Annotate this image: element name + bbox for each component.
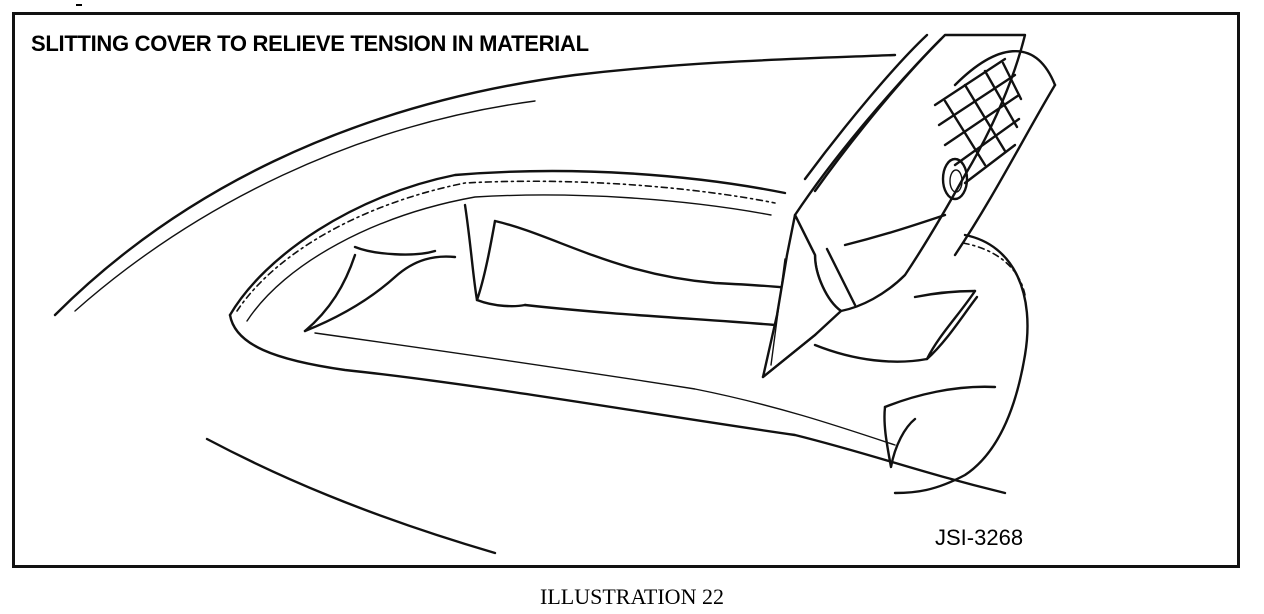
scan-mark [76, 4, 82, 6]
knife-screw-inner [949, 169, 963, 193]
rim-top-inner [246, 194, 772, 322]
illustration-frame: SLITTING COVER TO RELIEVE TENSION IN MAT… [12, 12, 1240, 568]
slit-flap-left-inner [353, 245, 437, 256]
slit-point-center [463, 203, 497, 302]
body-line [205, 437, 497, 555]
cover-right-dashed [962, 242, 1026, 296]
knife-edge-b [813, 37, 943, 193]
slit-center-lower [523, 303, 777, 327]
slit-flap-left-outer [303, 253, 357, 333]
cover-right-edge [893, 233, 1029, 495]
rim-top-dashed [236, 180, 776, 312]
knife-blade [761, 213, 843, 379]
knife-screw [941, 157, 969, 201]
knife-edge-c [953, 49, 1057, 87]
slit-flap-right [883, 385, 997, 409]
slit-point-right [925, 289, 979, 361]
cover-outer-edge-inner [74, 100, 536, 312]
slit-right-lower [813, 343, 929, 363]
slit-center-edge [475, 298, 527, 308]
slit-flap-left [303, 255, 457, 333]
rim-left-lower [228, 313, 1007, 495]
knife-edge-d [953, 83, 1057, 257]
figure-code: JSI-3268 [935, 525, 1024, 550]
rim-left-lower-inner [314, 332, 896, 446]
knife-handle-lower [843, 213, 947, 247]
knife-handle-lower-2 [825, 247, 857, 307]
knife-edge-a [803, 33, 929, 181]
knife-grip-hatching [933, 57, 1023, 185]
slit-flap-right-tip [883, 405, 917, 469]
knife-blade-edge [761, 333, 817, 379]
illustration-caption: ILLUSTRATION 22 [540, 584, 724, 609]
slit-right-upper [913, 289, 977, 299]
rim-top [228, 169, 787, 317]
slit-center-body [493, 219, 797, 291]
knife-blade-bevel [770, 258, 786, 366]
illustration-title: SLITTING COVER TO RELIEVE TENSION IN MAT… [31, 31, 589, 56]
cover-outer-edge [53, 53, 897, 317]
line-drawing [53, 33, 1057, 555]
